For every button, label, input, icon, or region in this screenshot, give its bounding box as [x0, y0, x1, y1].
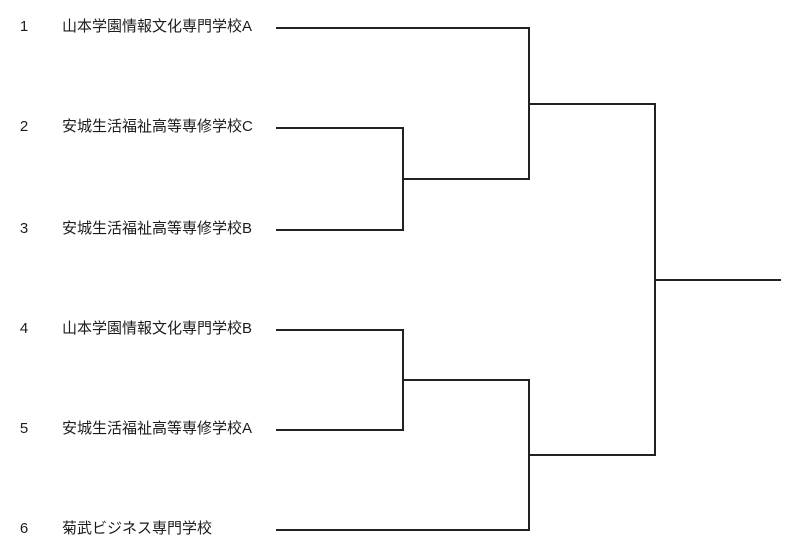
team-name: 安城生活福祉高等専修学校C	[62, 118, 253, 135]
bracket-entrant-row: 2 安城生活福祉高等専修学校C	[0, 117, 276, 137]
line-winner-semifinal-top	[528, 103, 656, 105]
seed-number: 1	[19, 18, 29, 35]
team-name: 菊武ビジネス専門学校	[62, 520, 213, 537]
line-champion	[654, 279, 781, 281]
team-name: 安城生活福祉高等専修学校A	[62, 420, 253, 437]
bracket-entrant-row: 6 菊武ビジネス専門学校	[0, 519, 276, 539]
line-winner-2v3	[402, 178, 530, 180]
seed-number: 6	[19, 520, 29, 537]
line-winner-semifinal-bottom	[528, 454, 656, 456]
line-entrant-3	[276, 229, 404, 231]
bracket-entrant-row: 5 安城生活福祉高等専修学校A	[0, 419, 276, 439]
line-entrant-2	[276, 127, 404, 129]
team-name: 山本学園情報文化専門学校A	[62, 18, 253, 35]
line-entrant-6	[276, 529, 530, 531]
bracket-entrant-row: 3 安城生活福祉高等専修学校B	[0, 219, 276, 239]
bracket-entrant-row: 1 山本学園情報文化専門学校A	[0, 17, 276, 37]
line-entrant-5	[276, 429, 404, 431]
team-name: 山本学園情報文化専門学校B	[62, 320, 253, 337]
team-name: 安城生活福祉高等専修学校B	[62, 220, 253, 237]
line-entrant-4	[276, 329, 404, 331]
seed-number: 4	[19, 320, 29, 337]
line-entrant-1	[276, 27, 530, 29]
seed-number: 5	[19, 420, 29, 437]
seed-number: 3	[19, 220, 29, 237]
line-winner-4v5	[402, 379, 530, 381]
seed-number: 2	[19, 118, 29, 135]
bracket-entrant-row: 4 山本学園情報文化専門学校B	[0, 319, 276, 339]
